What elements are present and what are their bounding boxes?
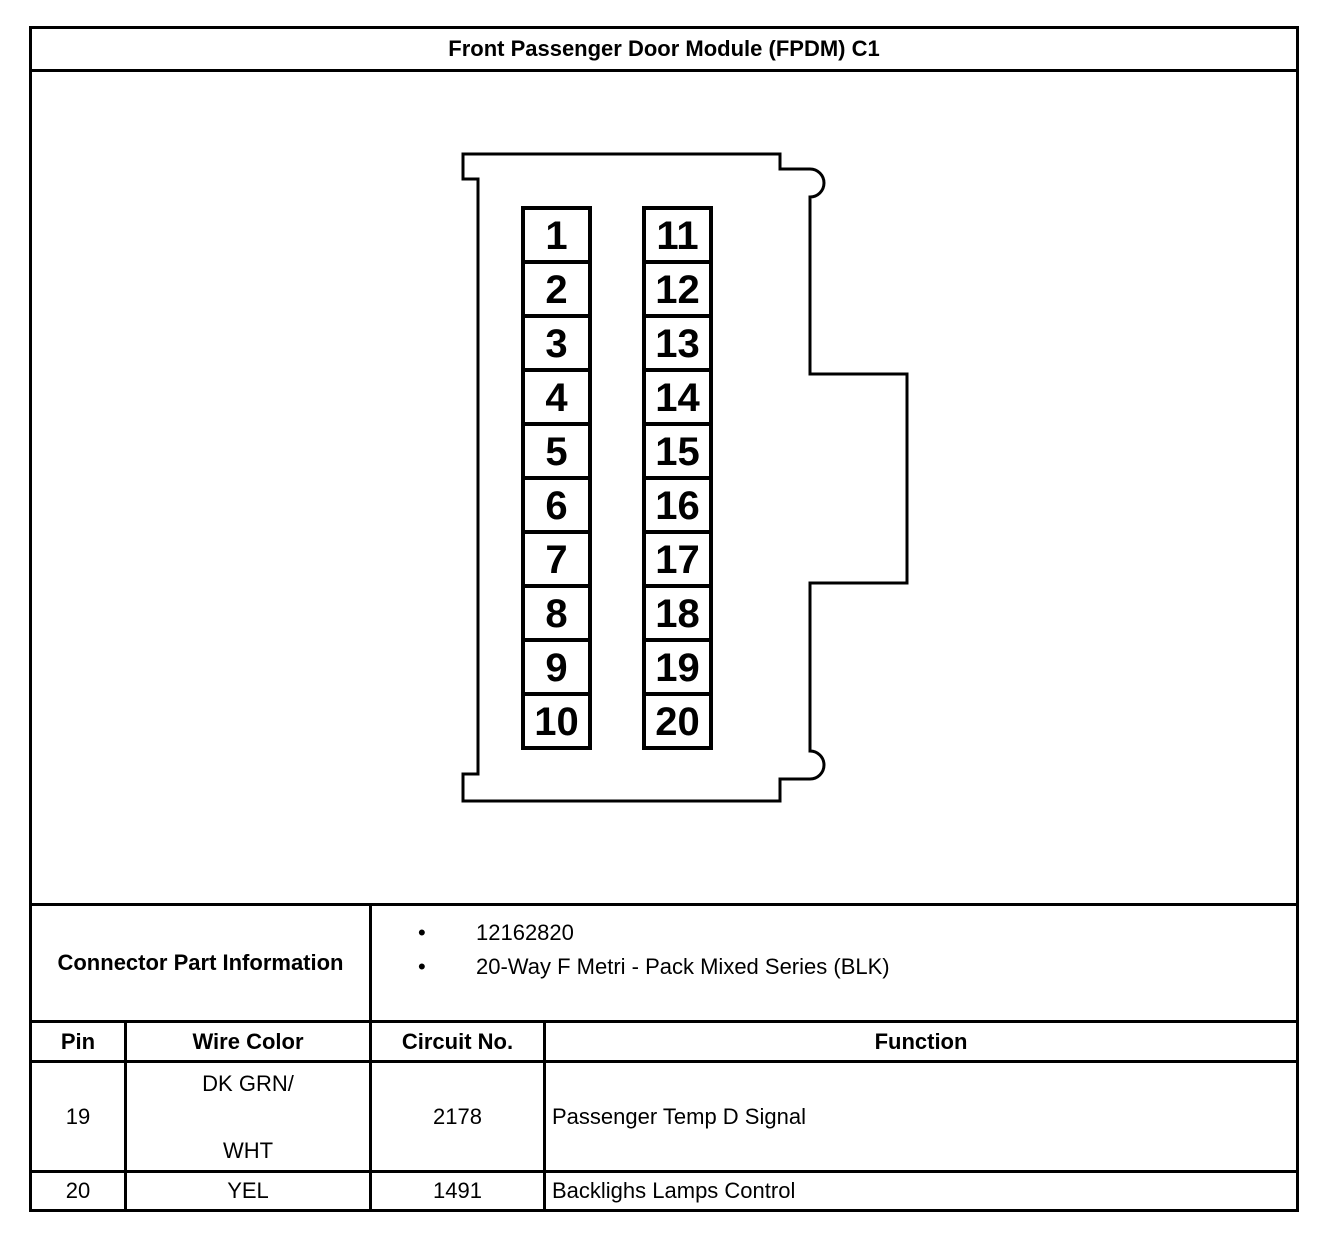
header-function: Function <box>874 1028 968 1054</box>
pin-number-label: 1 <box>545 214 567 258</box>
pin-number-label: 20 <box>655 700 700 744</box>
pin-number-label: 12 <box>655 268 700 312</box>
pin-number-label: 13 <box>655 322 700 366</box>
row-divider <box>32 1170 1296 1173</box>
pin-number-label: 16 <box>655 484 700 528</box>
header-wire-color: Wire Color <box>192 1028 304 1054</box>
pin-cavity <box>521 638 592 696</box>
pin-cavity <box>521 692 592 750</box>
row-pin: 20 <box>65 1178 91 1203</box>
pin-cavity <box>642 476 713 534</box>
header-circuit-number: Circuit No. <box>401 1028 514 1054</box>
connector-part-info-label: Connector Part Information <box>57 950 344 975</box>
connector-description: 20-Way F Metri - Pack Mixed Series (BLK) <box>476 954 890 979</box>
row-pin: 19 <box>65 1103 91 1129</box>
connector-part-info-list: • 12162820 • 20-Way F Metri - Pack Mixed… <box>418 916 890 984</box>
row-circuit-number: 1491 <box>433 1178 482 1203</box>
pin-cavity <box>521 314 592 372</box>
pin-cavity <box>521 368 592 426</box>
part-info-item: • 12162820 <box>418 916 890 950</box>
pin-cavity <box>521 584 592 642</box>
pin-number-label: 15 <box>655 430 700 474</box>
pin-column-left: 1 2 3 4 5 6 7 8 9 10 <box>521 206 592 750</box>
pin-number-label: 18 <box>655 592 700 636</box>
row-circuit-number: 2178 <box>433 1103 482 1129</box>
pin-number-label: 4 <box>545 376 568 420</box>
pin-cavity <box>521 530 592 588</box>
pin-number-label: 14 <box>655 376 700 420</box>
table-col-divider <box>369 1020 372 1209</box>
pin-number-label: 3 <box>545 322 567 366</box>
bullet-icon: • <box>418 954 426 979</box>
part-number: 12162820 <box>476 920 574 945</box>
pin-cavity <box>642 692 713 750</box>
pin-cavity <box>642 260 713 318</box>
pin-number-label: 19 <box>655 646 700 690</box>
pin-number-label: 10 <box>534 700 579 744</box>
row-wire-color: YEL <box>227 1178 269 1203</box>
pin-cavity <box>521 476 592 534</box>
pin-number-label: 6 <box>545 484 567 528</box>
table-col-divider <box>124 1020 127 1209</box>
diagram-divider <box>32 903 1296 906</box>
part-info-item: • 20-Way F Metri - Pack Mixed Series (BL… <box>418 950 890 984</box>
row-function: Passenger Temp D Signal <box>552 1103 806 1129</box>
header-pin: Pin <box>60 1028 96 1054</box>
pin-number-label: 7 <box>545 538 567 582</box>
pin-number-label: 8 <box>545 592 567 636</box>
pin-cavity <box>642 530 713 588</box>
page-title: Front Passenger Door Module (FPDM) C1 <box>448 36 880 61</box>
pin-number-label: 17 <box>655 538 700 582</box>
header-divider <box>32 1060 1296 1063</box>
title-divider <box>32 69 1296 72</box>
connector-housing-outline <box>461 152 909 803</box>
wire-color-line: WHT <box>222 1138 274 1163</box>
pin-number-label: 11 <box>656 214 698 258</box>
pin-number-label: 2 <box>545 268 567 312</box>
row-function: Backlighs Lamps Control <box>552 1178 796 1203</box>
wire-color-line: DK GRN/ <box>202 1071 294 1096</box>
pin-cavity <box>642 206 713 264</box>
row-wire-color: DK GRN/ WHT <box>127 1063 369 1170</box>
part-info-bottom-divider <box>32 1020 1296 1023</box>
bullet-icon: • <box>418 920 426 945</box>
pin-number-label: 5 <box>545 430 567 474</box>
table-col-divider <box>543 1020 546 1209</box>
part-info-divider <box>369 903 372 1023</box>
pin-cavity <box>642 368 713 426</box>
pin-column-right: 11 12 13 14 15 16 17 18 19 20 <box>642 206 713 750</box>
pin-number-label: 9 <box>545 646 567 690</box>
